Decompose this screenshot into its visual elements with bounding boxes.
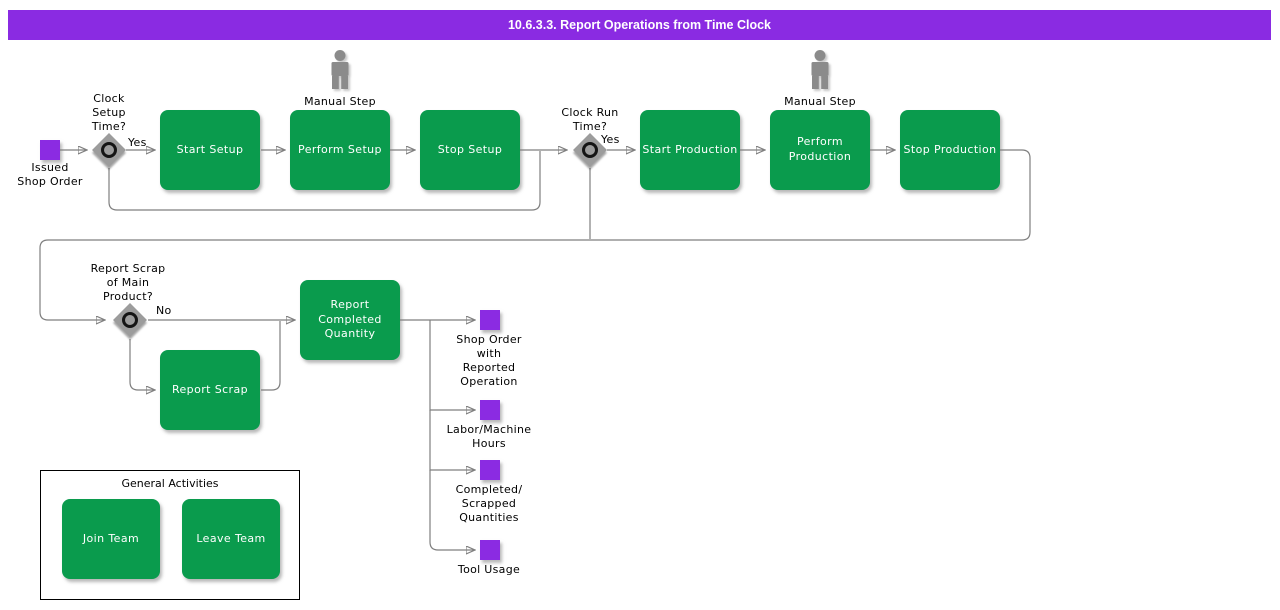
output-shop-order-label: Shop Order with Reported Operation [456, 333, 522, 389]
manual-step-person-icon [811, 50, 829, 89]
gateway-clock-setup-yes-label: Yes [128, 136, 147, 149]
manual-step-production-label: Manual Step [784, 95, 856, 108]
gateway-ring-icon [582, 142, 598, 158]
activity-leave-team[interactable]: Leave Team [182, 499, 280, 579]
output-completed-scrapped-label: Completed/ Scrapped Quantities [455, 483, 523, 525]
gateway-report-scrap [112, 302, 148, 338]
gateway-clock-run-time [572, 132, 608, 168]
gateway-ring-icon [122, 312, 138, 328]
activity-start-setup[interactable]: Start Setup [160, 110, 260, 190]
output-labor-machine-hours-object[interactable] [480, 400, 500, 420]
gateway-clock-setup-time [91, 132, 127, 168]
manual-step-setup-label: Manual Step [304, 95, 376, 108]
activity-join-team[interactable]: Join Team [62, 499, 160, 579]
connector-gateway-scrap-to-reportscrap [129, 339, 154, 390]
activity-stop-production[interactable]: Stop Production [900, 110, 1000, 190]
gateway-ring-icon [101, 142, 117, 158]
gateway-report-scrap-no-label: No [156, 304, 172, 317]
activity-report-scrap[interactable]: Report Scrap [160, 350, 260, 430]
connector-reportscrap-merge [261, 321, 281, 391]
output-tool-usage-object[interactable] [480, 540, 500, 560]
issued-shop-order-label: Issued Shop Order [17, 161, 83, 189]
gateway-report-scrap-question: Report Scrap of Main Product? [90, 262, 166, 304]
activity-start-production[interactable]: Start Production [640, 110, 740, 190]
activity-perform-setup[interactable]: Perform Setup [290, 110, 390, 190]
diagram-title-bar: 10.6.3.3. Report Operations from Time Cl… [8, 10, 1271, 40]
output-labor-machine-hours-label: Labor/Machine Hours [446, 423, 532, 451]
activity-report-completed-quantity[interactable]: Report Completed Quantity [300, 280, 400, 360]
output-shop-order-object[interactable] [480, 310, 500, 330]
gateway-clock-run-question: Clock Run Time? [561, 106, 619, 134]
activity-perform-production[interactable]: Perform Production [770, 110, 870, 190]
gateway-clock-run-yes-label: Yes [601, 133, 620, 146]
manual-step-person-icon [331, 50, 349, 89]
gateway-clock-setup-question: Clock Setup Time? [91, 92, 127, 134]
issued-shop-order-object[interactable] [40, 140, 60, 160]
general-activities-title: General Activities [121, 477, 219, 490]
output-tool-usage-label: Tool Usage [457, 563, 521, 576]
activity-stop-setup[interactable]: Stop Setup [420, 110, 520, 190]
output-completed-scrapped-object[interactable] [480, 460, 500, 480]
diagram-title: 10.6.3.3. Report Operations from Time Cl… [507, 18, 772, 32]
